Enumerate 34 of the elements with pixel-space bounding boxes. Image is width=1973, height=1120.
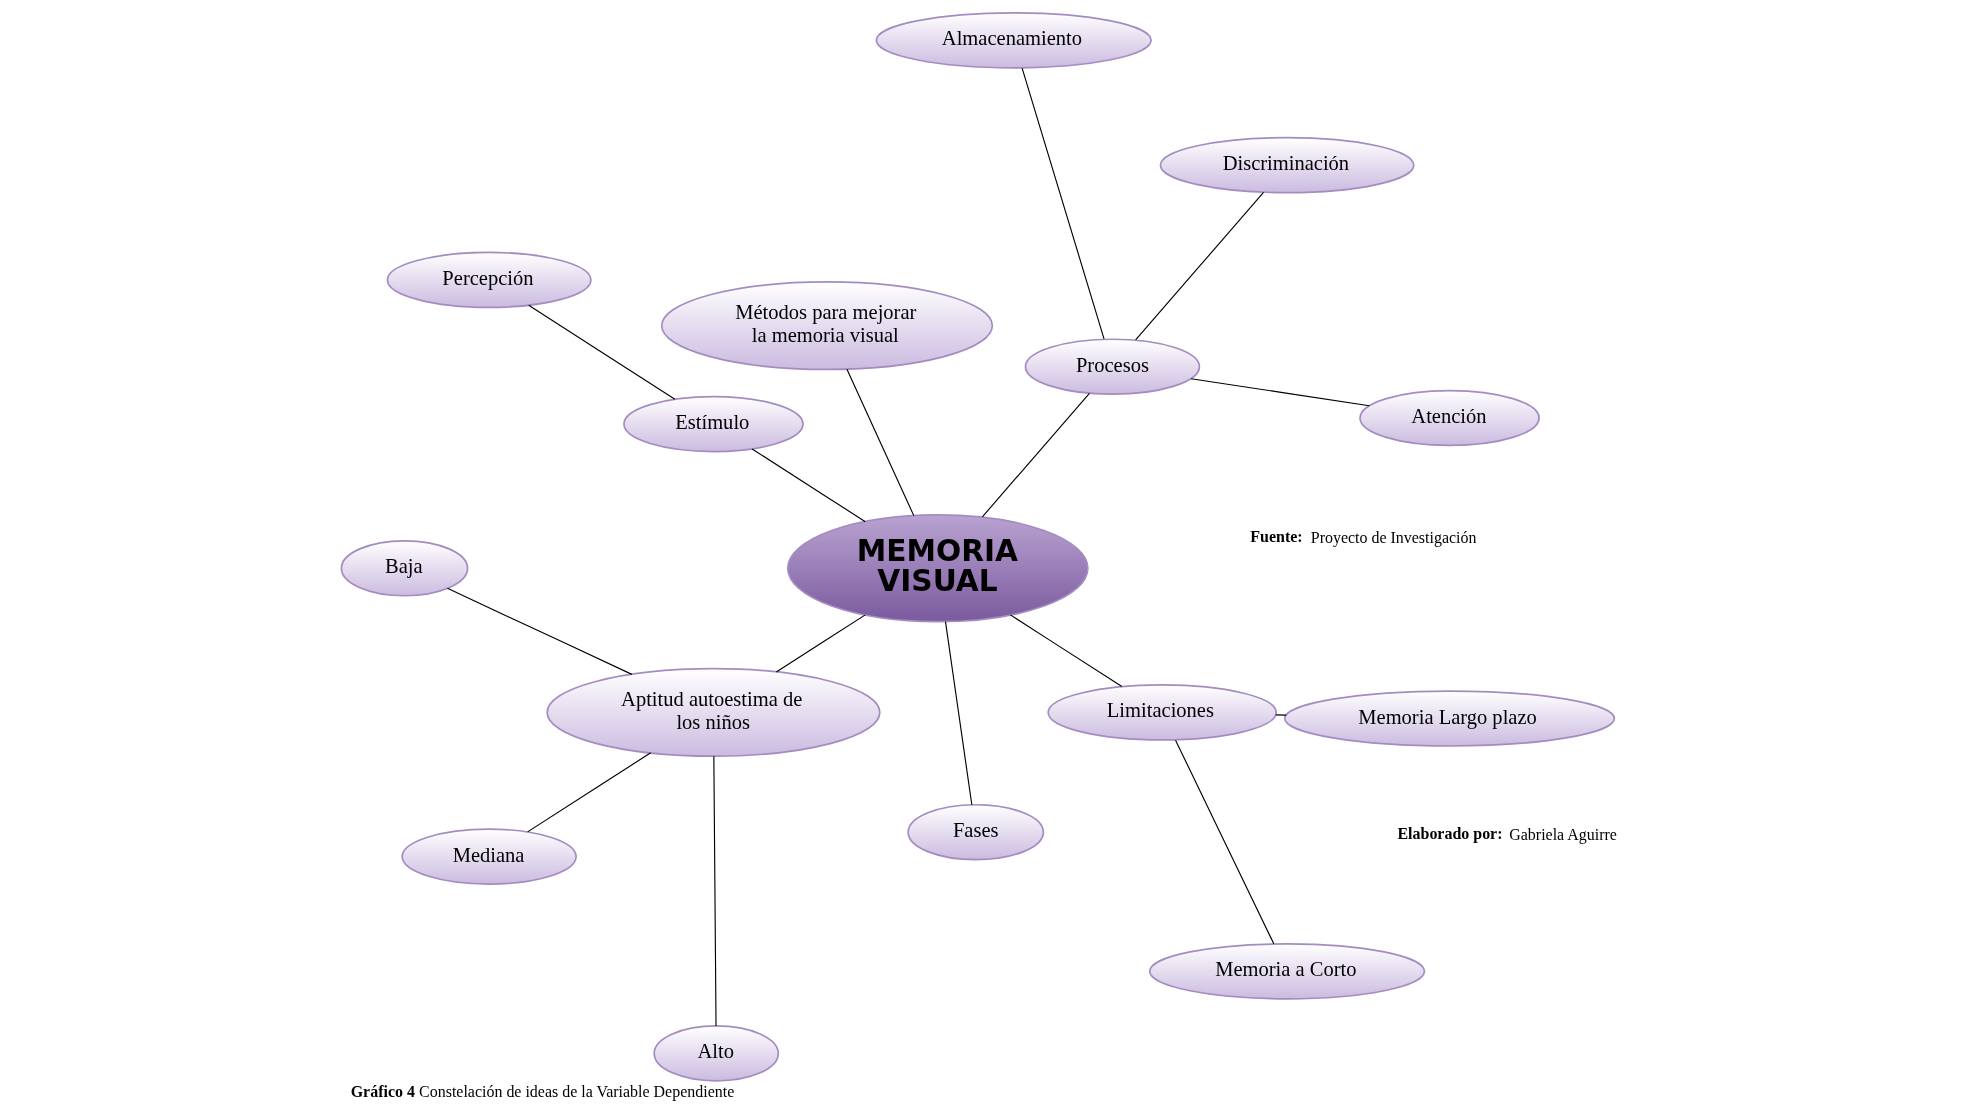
node-ellipse: Alto [652,1025,779,1082]
connector [446,587,632,675]
node-ellipse: Limitaciones [1046,684,1277,741]
node-ellipse: Memoria Largo plazo [1283,690,1615,747]
node-ellipse: Mediana [400,828,577,885]
node-ellipse: Percepción [386,251,592,309]
node-ellipse: Memoria a Corto [1148,943,1425,1000]
label: Elaborado por: Gabriela Aguirre [1396,824,1617,843]
connector [775,614,866,673]
connector [1274,714,1287,716]
connector [845,368,914,517]
connector [1009,614,1122,688]
node-ellipse: Procesos [1024,338,1200,396]
node-ellipse: MEMORIA VISUAL [786,514,1089,623]
node-ellipse: Almacenamiento [875,12,1152,69]
connector [1134,191,1264,341]
node-ellipse: Estímulo [622,395,804,453]
connector [981,392,1090,518]
connector [751,448,866,523]
label: Fuente: Proyecto de Investigación [1249,528,1476,547]
node-ellipse: Discriminación [1159,136,1415,194]
node-ellipse: Baja [340,539,468,597]
node-ellipse: Atención [1358,389,1540,447]
connector [1021,67,1105,340]
connector [712,755,717,1027]
node-ellipse: Fases [906,803,1044,861]
connector [526,752,651,833]
connector [527,304,675,400]
node-ellipse: Aptitud autoestima de los niños [545,667,881,758]
connector [944,621,972,806]
caption: Gráfico 4 Constelación de ideas de la Variable Dependiente [350,1083,734,1101]
connector [1174,739,1274,945]
node-ellipse: Métodos para mejorar la memoria visual [660,281,993,371]
connector [1190,378,1370,407]
